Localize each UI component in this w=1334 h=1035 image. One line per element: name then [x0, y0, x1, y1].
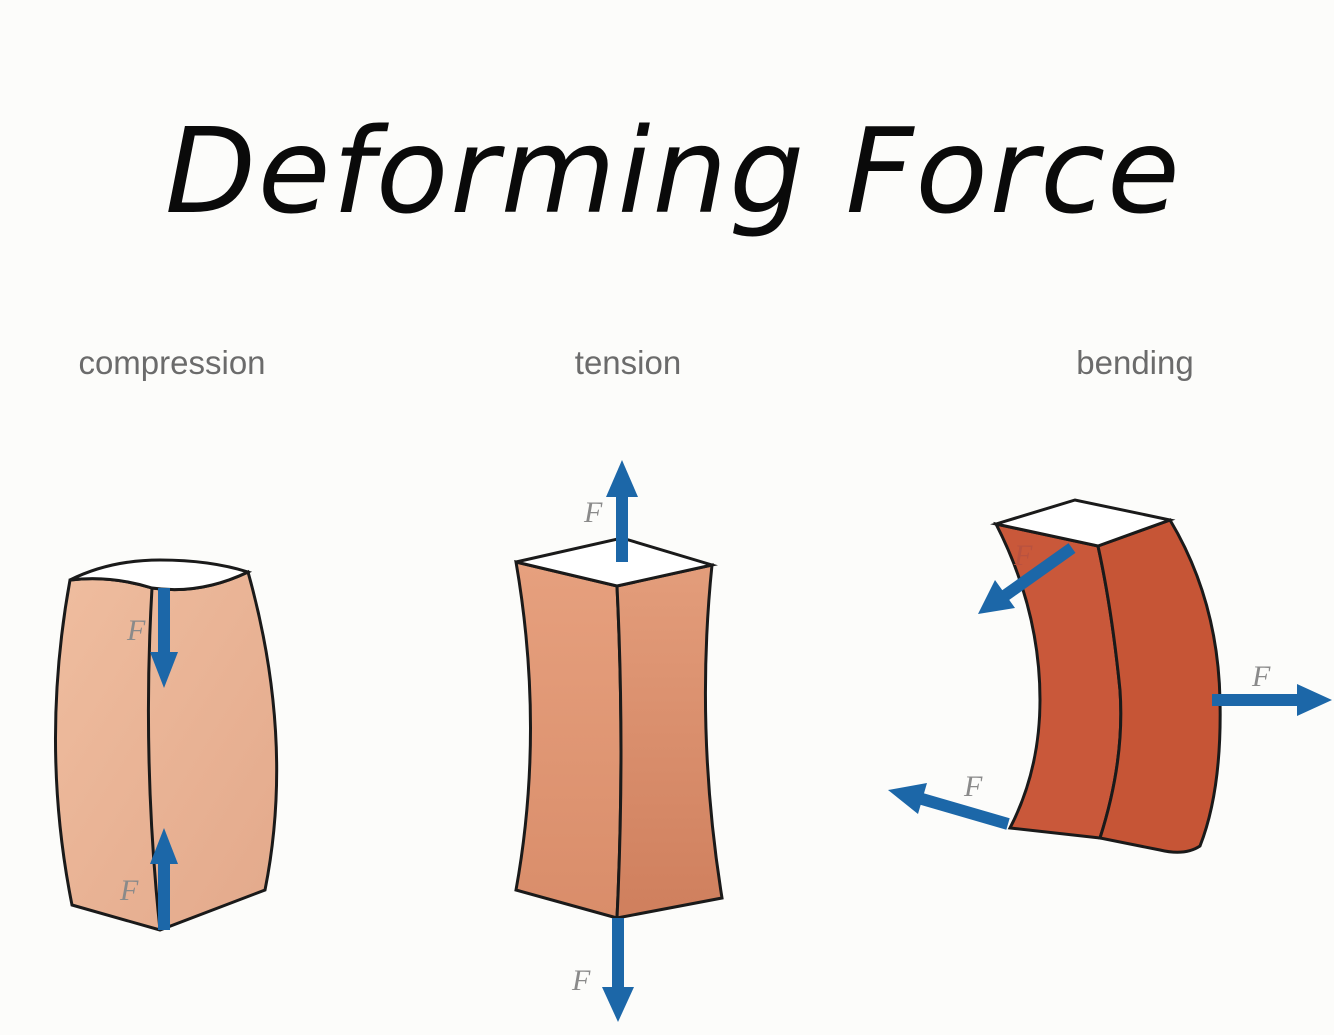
panel-label-bending: bending	[1076, 344, 1193, 381]
compression-force-label-top: F	[126, 614, 146, 647]
panel-label-tension: tension	[575, 344, 681, 381]
bending-force-label-top: F	[1013, 539, 1033, 572]
tension-force-label-bottom: F	[571, 964, 591, 997]
bending-force-arrow-top	[978, 543, 1076, 614]
panel-label-compression: compression	[78, 344, 265, 381]
compression-block	[53, 558, 279, 932]
compression-force-arrow-bottom	[150, 828, 178, 930]
tension-block	[514, 536, 724, 920]
bending-force-label-left: F	[963, 770, 983, 803]
bending-force-arrow-left	[888, 783, 1010, 830]
page-title: Deforming Force	[165, 102, 1182, 240]
bending-force-label-right: F	[1251, 660, 1271, 693]
compression-force-arrow-top	[150, 588, 178, 688]
bending-force-arrow-right	[1212, 684, 1332, 716]
tension-force-arrow-top	[606, 460, 638, 562]
compression-force-label-bottom: F	[119, 874, 139, 907]
tension-force-label-top: F	[583, 496, 603, 529]
bending-block	[990, 498, 1222, 854]
tension-force-arrow-bottom	[602, 918, 634, 1022]
